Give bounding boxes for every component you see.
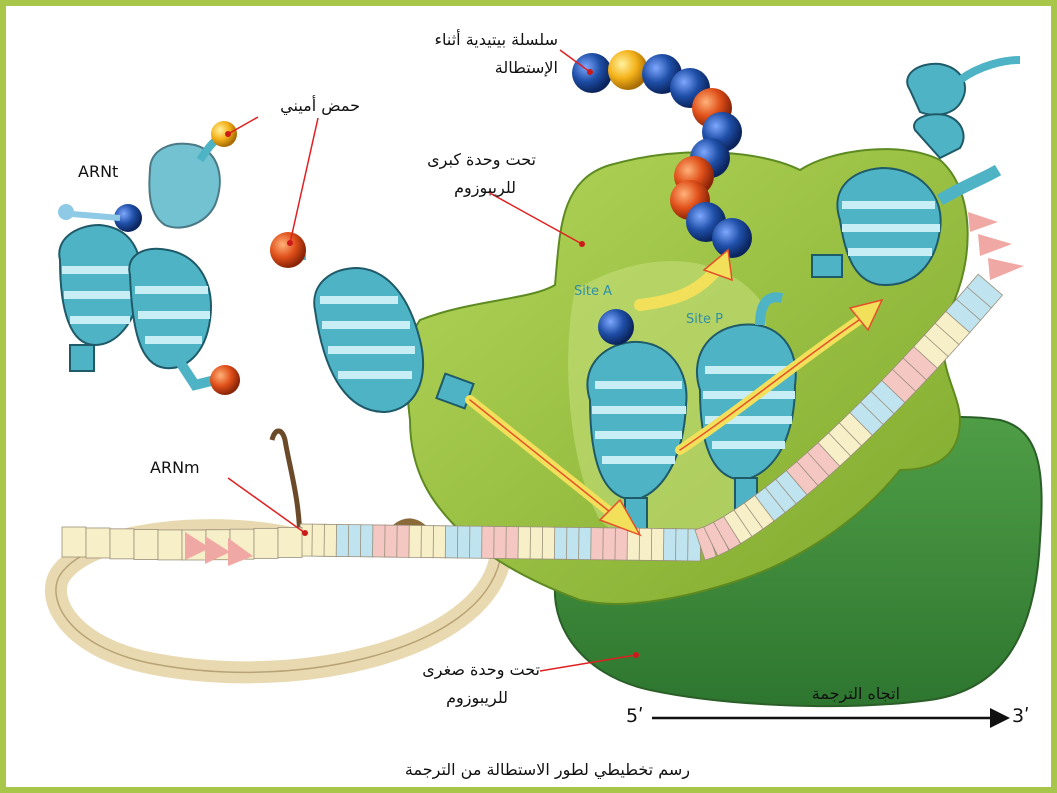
mrna-nucleotide [542, 527, 555, 559]
five-prime-label: 5ʹ [626, 706, 643, 726]
site-a-label: Site A [574, 284, 612, 299]
figure-caption: رسم تخطيطي لطور الاستطالة من الترجمة [250, 760, 690, 780]
mrna-nucleotide [651, 528, 664, 560]
mrna-nucleotide [506, 527, 519, 559]
mrna-nucleotide [158, 530, 182, 560]
mrna-nucleotide [469, 526, 482, 558]
small-subunit-label-line2: للريبوزوم [350, 688, 508, 708]
mrna-nucleotide [676, 529, 689, 561]
mrna-nucleotide [385, 525, 398, 557]
mrna-nucleotide [566, 527, 579, 559]
mrna-nucleotide [554, 527, 567, 559]
mrna-nucleotide [360, 525, 373, 557]
mrna-nucleotide [409, 525, 422, 557]
mrna-nucleotide [62, 527, 86, 557]
mrna-nucleotide [615, 528, 628, 560]
mrna-nucleotide [312, 524, 325, 556]
mrna-nucleotide [639, 528, 652, 560]
mrna-nucleotide [254, 528, 278, 558]
mrna-nucleotide [110, 529, 134, 559]
mrna-nucleotide [603, 528, 616, 560]
mrna-nucleotide [336, 524, 349, 556]
mrna-nucleotide [278, 527, 302, 557]
large-subunit-label-line2: للريبوزوم [366, 178, 516, 198]
peptide-chain-label-line1: سلسلة بيتيدية أثناء [368, 30, 558, 50]
mrna-nucleotide [373, 525, 386, 557]
mrna-nucleotide [433, 526, 446, 558]
mrna-nucleotide [591, 528, 604, 560]
mrna-nucleotide [663, 529, 676, 561]
mrna-nucleotide [86, 528, 110, 558]
mrna-nucleotide [134, 530, 158, 560]
mrna-nucleotide [518, 527, 531, 559]
mrna-nucleotide [457, 526, 470, 558]
large-subunit-label-line1: تحت وحدة كبرى [366, 150, 536, 170]
mrna-nucleotide [579, 527, 592, 559]
peptide-chain-label-line2: الإستطالة [368, 58, 558, 78]
mrna-nucleotide [494, 526, 507, 558]
mrna-nucleotide [530, 527, 543, 559]
mrna-label: ARNm [150, 458, 200, 478]
mrna-nucleotide [324, 524, 337, 556]
mrna-nucleotide [348, 525, 361, 557]
mrna-nucleotide [445, 526, 458, 558]
small-subunit-label-line1: تحت وحدة صغرى [350, 660, 540, 680]
mrna-nucleotide [421, 526, 434, 558]
amino-acid-label: حمض أميني [230, 96, 360, 116]
translation-direction-label: اتجاه الترجمة [740, 684, 900, 704]
mrna-nucleotide [397, 525, 410, 557]
mrna-nucleotide [482, 526, 495, 558]
three-prime-label: 3ʹ [1012, 706, 1029, 726]
site-p-label: Site P [686, 312, 723, 327]
trna-label: ARNt [78, 162, 118, 182]
